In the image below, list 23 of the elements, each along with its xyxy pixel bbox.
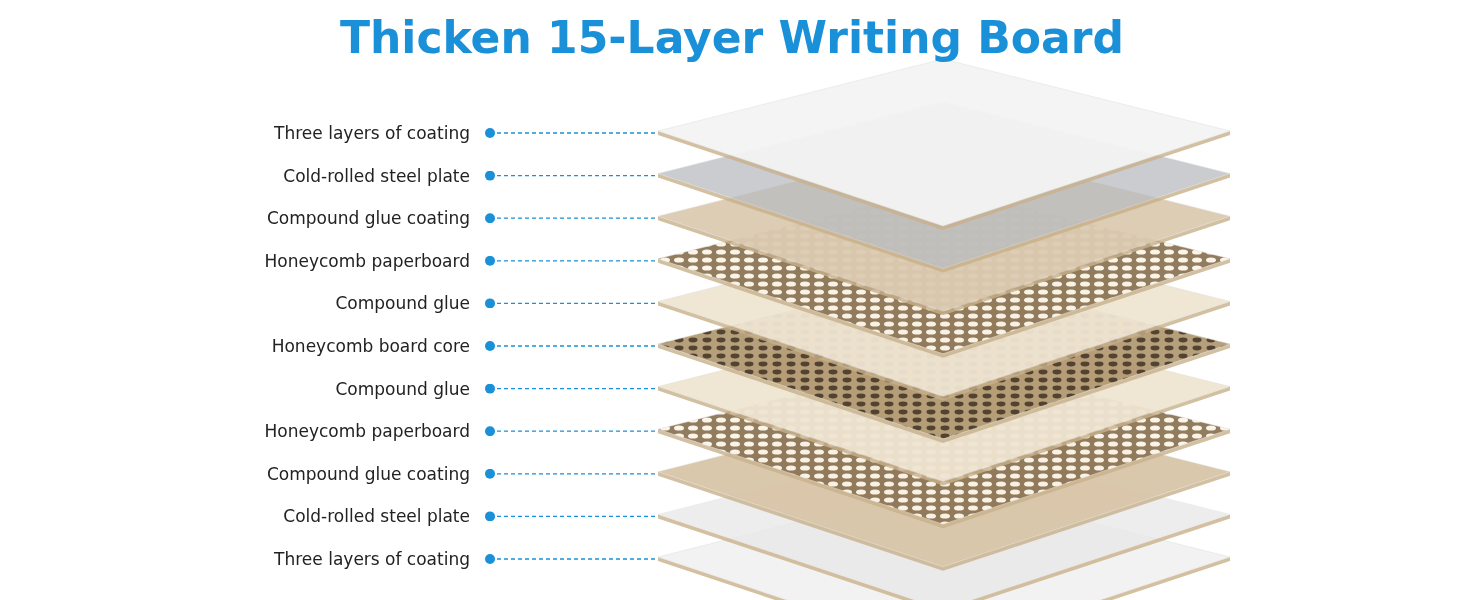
leader-line <box>485 255 656 266</box>
layer-label: Honeycomb board core <box>271 335 470 357</box>
layer-label: Honeycomb paperboard <box>264 420 470 443</box>
leader-line <box>485 298 656 309</box>
leader-line <box>485 128 656 138</box>
layer-label: Three layers of coating <box>274 548 470 570</box>
leader-line <box>485 554 656 564</box>
layer-label: Compound glue coating <box>266 207 470 230</box>
leader-line <box>485 426 656 437</box>
leader-line <box>485 213 656 224</box>
title: Thicken 15-Layer Writing Board <box>339 12 1125 63</box>
layer-label: Compound glue <box>335 292 470 315</box>
leader-line <box>485 383 656 394</box>
layer-label: Compound glue coating <box>266 462 470 485</box>
layer-label: Three layers of coating <box>274 122 470 144</box>
leader-line <box>485 170 656 181</box>
layer-label: Cold-rolled steel plate <box>283 505 470 528</box>
layer-label: Compound glue <box>335 377 470 400</box>
leader-line <box>485 341 656 351</box>
layer-label: Cold-rolled steel plate <box>283 164 470 187</box>
layer-label: Honeycomb paperboard <box>264 249 470 272</box>
leader-line <box>485 511 656 522</box>
leader-line <box>485 468 656 479</box>
